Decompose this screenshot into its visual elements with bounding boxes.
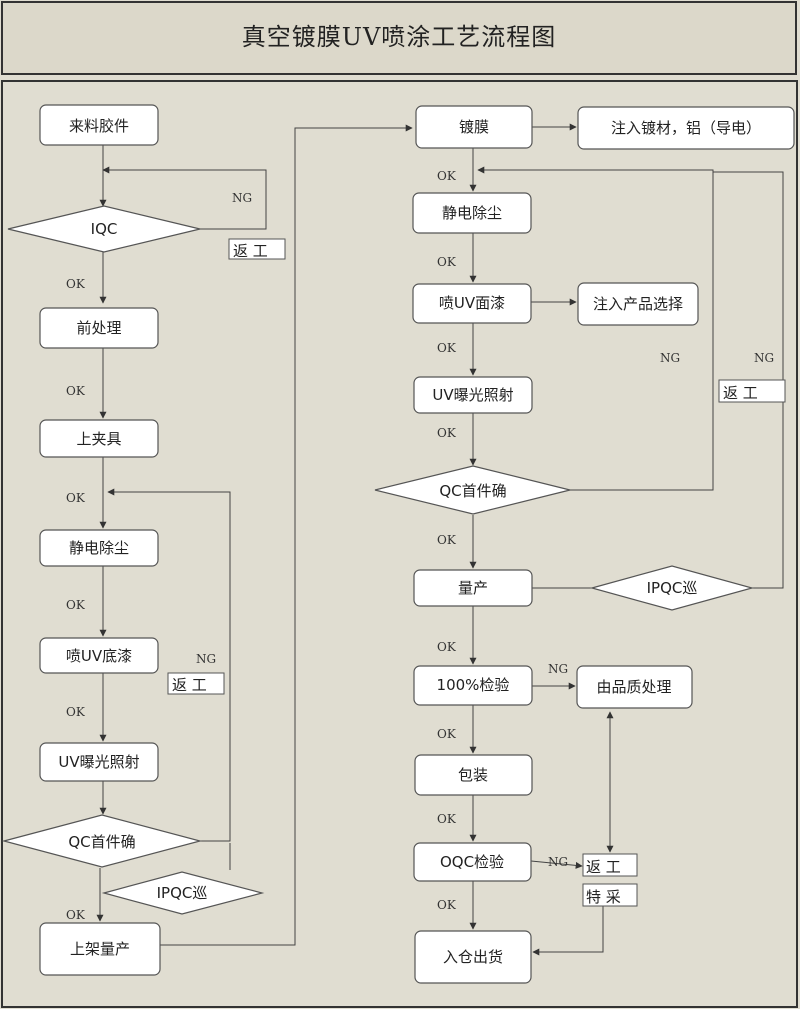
label-ok-iqc: OK [66,277,86,291]
label-ok-qc-right: OK [437,533,457,547]
page-title: 真空镀膜UV喷涂工艺流程图 [241,23,557,51]
node-qc-first-left-label: QC首件确 [68,833,135,851]
label-ng-base: NG [196,652,216,666]
label-ng-oqc: NG [548,855,568,869]
node-special-accept [582,883,638,907]
node-inject-product [577,282,699,326]
edge-rackmass-plating [160,124,413,946]
label-ok-basecoat: OK [66,705,86,719]
node-rack-mass [39,922,161,976]
node-packing-label: 包装 [458,766,488,784]
label-ok-fixture: OK [66,491,86,505]
node-incoming [39,104,159,146]
node-plating [415,105,533,149]
node-rework-1-label: 返 工 [233,242,268,260]
label-ok-packing: OK [437,812,457,826]
node-warehouse [414,930,532,984]
node-destatic-right-label: 静电除尘 [442,204,502,222]
node-rework-oqc-label: 返 工 [586,858,621,876]
node-warehouse-label: 入仓出货 [443,948,503,966]
node-ipqc-left-label: IPQC巡 [157,884,208,902]
node-inspect100-label: 100%检验 [437,676,510,694]
node-rework-right [718,379,786,403]
node-destatic-left-label: 静电除尘 [69,539,129,557]
node-rack-mass-label: 上架量产 [70,940,130,958]
node-ipqc-left [101,871,265,915]
label-ok-destatic-right: OK [437,255,457,269]
node-plating-label: 镀膜 [459,118,489,136]
label-ng-qc-right: NG [660,351,680,365]
node-qc-first-right [374,465,571,515]
node-pretreat [39,307,159,349]
right-connectors [469,123,784,956]
edge-special-warehouse [532,906,604,956]
edge-qc-rework-loop [107,488,231,842]
node-top-coat-label: 喷UV面漆 [439,294,505,312]
node-uv-cure-left [39,742,159,782]
label-ok-destatic: OK [66,598,86,612]
node-mass-prod-label: 量产 [458,579,488,597]
node-inject-material-label: 注入镀材，铝（导电） [611,119,761,137]
node-inject-material [577,106,795,150]
node-destatic-left [39,529,159,567]
title-bar: 真空镀膜UV喷涂工艺流程图 [1,1,797,75]
node-destatic-right [412,192,532,234]
node-rework-1 [228,238,286,260]
label-ok-qc-left: OK [66,908,86,922]
edge-qc-rework-loop [477,166,714,491]
node-rework-2-label: 返 工 [172,676,207,694]
node-fixture [39,419,159,458]
node-uv-cure-left-label: UV曝光照射 [58,753,139,771]
node-quality-dept-label: 由品质处理 [596,678,671,696]
node-qc-first-left [1,814,203,868]
node-packing [414,754,533,796]
label-ok-inspect: OK [437,727,457,741]
node-iqc-label: IQC [91,220,118,238]
left-connectors [96,124,413,946]
edge-oqc-rework [530,860,583,869]
node-uv-cure-right [413,376,533,414]
node-ipqc-right [589,565,755,611]
label-ok-oqc: OK [437,898,457,912]
label-ok-topcoat: OK [437,341,457,355]
label-ok-uvcure-right: OK [437,426,457,440]
label-ng-inspect: NG [548,662,568,676]
label-ok-massprod: OK [437,640,457,654]
node-pretreat-label: 前处理 [76,319,121,337]
node-quality-dept [576,665,693,709]
node-oqc-label: OQC检验 [440,853,504,871]
edge-iqc-rework-loop [102,166,267,230]
node-top-coat [412,283,532,324]
node-inject-product-label: 注入产品选择 [593,295,683,313]
label-ok-plating: OK [437,169,457,183]
node-base-coat-label: 喷UV底漆 [66,647,132,665]
node-rework-2 [167,672,225,695]
label-ng-iqc: NG [232,191,252,205]
node-uv-cure-right-label: UV曝光照射 [432,386,513,404]
node-rework-right-label: 返 工 [723,384,758,402]
node-qc-first-right-label: QC首件确 [439,482,506,500]
node-ipqc-right-label: IPQC巡 [647,579,698,597]
node-fixture-label: 上夹具 [76,430,121,448]
node-special-accept-label: 特 采 [586,888,621,906]
node-oqc [413,842,532,882]
node-inspect100 [413,665,533,706]
node-incoming-label: 来料胶件 [69,117,129,135]
node-rework-oqc [582,853,638,877]
label-ng-ipqc-right: NG [754,351,774,365]
node-iqc [7,205,201,253]
label-ok-pretreat: OK [66,384,86,398]
node-mass-prod [413,569,533,607]
node-base-coat [39,637,159,674]
